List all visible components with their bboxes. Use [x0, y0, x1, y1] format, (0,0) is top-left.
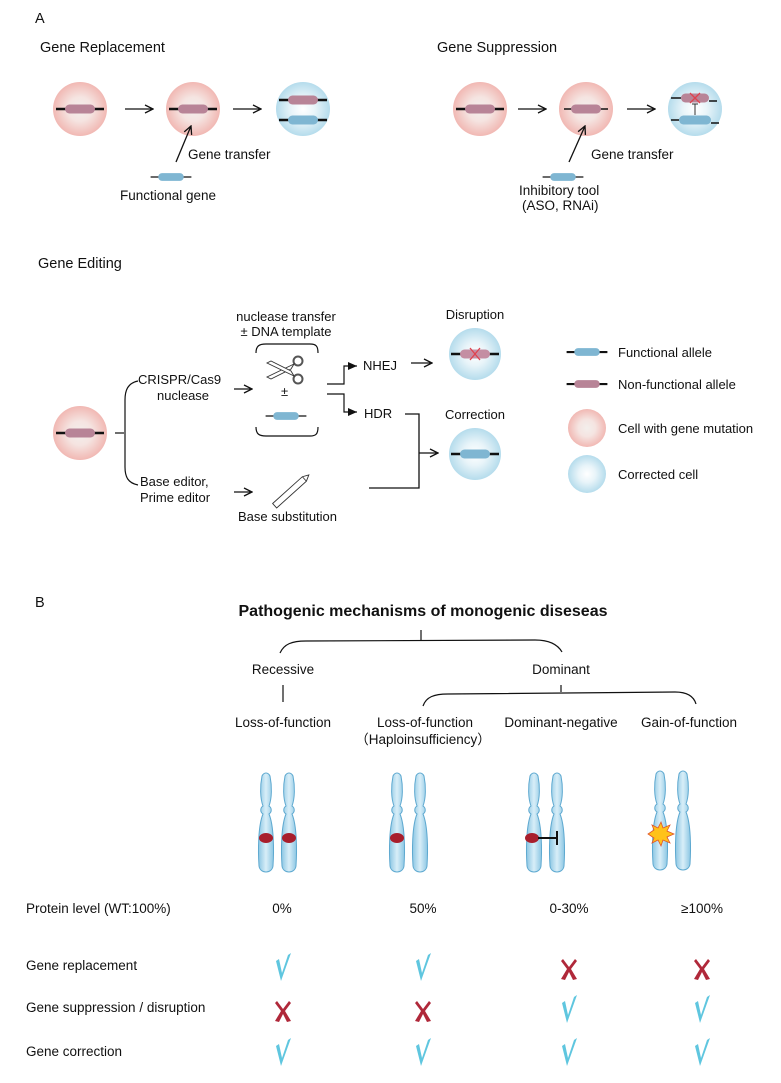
legend-corrected-cell: Corrected cell — [618, 467, 699, 482]
chromosome-icon — [388, 772, 406, 873]
gene-transfer-arrow-icon — [175, 126, 191, 163]
non-functional-allele-icon — [565, 379, 609, 389]
mechanism-label: Loss-of-function — [376, 715, 474, 730]
inhibitory-tool-icon — [542, 173, 584, 181]
gene-suppression-diagram — [453, 82, 722, 181]
crispr-nuclease-label: nuclease — [157, 388, 210, 403]
chromosome-icon — [411, 772, 429, 873]
functional-allele-icon — [671, 115, 719, 125]
nuclease-transfer-label: nuclease transfer — [236, 309, 336, 324]
check-icon — [416, 1038, 431, 1066]
nhej-label: NHEJ — [363, 358, 397, 373]
corrected-cell-icon — [276, 82, 330, 136]
mechanism-label: Loss-of-function — [234, 715, 332, 730]
cross-icon — [415, 1001, 431, 1022]
chromosome-icon — [651, 770, 669, 871]
chromosome-group-haploinsufficiency — [388, 772, 429, 873]
base-substitution-label: Base substitution — [238, 509, 338, 524]
protein-level-value: ≥100% — [681, 901, 723, 916]
cross-icon — [694, 959, 710, 980]
check-icon — [276, 953, 291, 981]
strategy-label: Gene replacement — [26, 958, 138, 973]
mechanism-label: Dominant-negative — [504, 715, 618, 730]
recessive-label: Recessive — [251, 662, 315, 677]
inhibitory-tool-label: Inhibitory tool — [519, 183, 600, 198]
pencil-icon — [272, 474, 310, 509]
panel-b-label: B — [35, 595, 45, 611]
mutation-dot-icon — [390, 833, 404, 843]
hdr-arrow-icon — [327, 393, 357, 416]
check-icon — [416, 953, 431, 981]
plus-minus-label: ± — [281, 384, 289, 399]
functional-gene-label: Functional gene — [120, 188, 217, 203]
check-icon — [562, 995, 577, 1023]
cross-icon — [561, 959, 577, 980]
check-icon — [276, 1038, 291, 1066]
inhibitory-tool-examples: (ASO, RNAi) — [522, 198, 599, 213]
chromosome-icon — [674, 770, 692, 871]
gene-replacement-diagram — [53, 82, 330, 181]
gene-transfer-label: Gene transfer — [188, 147, 271, 162]
gene-editing-diagram — [53, 328, 501, 509]
functional-gene-icon — [150, 173, 192, 181]
crispr-label: CRISPR/Cas9 — [138, 372, 222, 387]
mechanism-label: Gain-of-function — [640, 715, 738, 730]
scissors-icon — [265, 355, 304, 385]
gene-transfer-label: Gene transfer — [591, 147, 674, 162]
disruption-label: Disruption — [445, 307, 505, 322]
chromosome-group-dominant-negative — [525, 772, 566, 873]
activation-burst-icon — [647, 820, 676, 848]
panel-b-title: Pathogenic mechanisms of monogenic dises… — [238, 603, 608, 620]
chromosome-icon — [525, 772, 543, 873]
chromosome-icon — [548, 772, 566, 873]
gene-transfer-arrow-icon — [568, 126, 585, 163]
mutation-dot-icon — [282, 833, 296, 843]
legend-mutant-cell: Cell with gene mutation — [618, 421, 754, 436]
bracket-top — [255, 343, 319, 354]
strategy-matrix — [275, 953, 710, 1066]
disrupted-allele-icon — [451, 347, 499, 361]
mutant-cell-icon — [568, 409, 606, 447]
gene-suppression-title: Gene Suppression — [437, 40, 558, 56]
dna-template-icon — [265, 412, 307, 420]
protein-level-value: 50% — [409, 901, 437, 916]
hdr-label: HDR — [364, 406, 393, 421]
mutation-dot-icon — [259, 833, 273, 843]
chromosome-icon — [257, 772, 275, 873]
branch-bracket — [124, 380, 139, 486]
legend-non-functional-allele: Non-functional allele — [618, 377, 736, 392]
dominant-label: Dominant — [532, 662, 590, 677]
chromosome-icon — [280, 772, 298, 873]
nhej-arrow-icon — [327, 362, 357, 385]
prime-editor-label: Prime editor — [140, 490, 211, 505]
base-editor-label: Base editor, — [140, 474, 209, 489]
silenced-allele-icon — [671, 92, 717, 104]
protein-level-value: 0-30% — [549, 901, 589, 916]
chromosome-group-gain-of-function — [647, 770, 692, 871]
dna-template-label: ± DNA template — [240, 324, 332, 339]
hdr-connector — [369, 413, 420, 489]
strategy-label: Gene suppression / disruption — [26, 1000, 206, 1015]
protein-level-value: 0% — [272, 901, 292, 916]
functional-allele-icon — [565, 347, 609, 357]
cross-icon — [275, 1001, 291, 1022]
check-icon — [695, 995, 710, 1023]
check-icon — [562, 1038, 577, 1066]
legend — [565, 347, 609, 493]
protein-level-label: Protein level (WT:100%) — [26, 901, 171, 916]
gene-replacement-title: Gene Replacement — [40, 40, 165, 56]
inheritance-tree — [279, 630, 697, 707]
check-icon — [695, 1038, 710, 1066]
panel-a-label: A — [35, 11, 45, 27]
legend-functional-allele: Functional allele — [618, 345, 712, 360]
bracket-bottom — [255, 426, 319, 437]
correction-label: Correction — [445, 407, 505, 422]
gene-editing-title: Gene Editing — [38, 256, 122, 272]
mutation-dot-icon — [525, 833, 539, 843]
strategy-label: Gene correction — [26, 1044, 123, 1059]
corrected-cell-icon — [568, 455, 606, 493]
chromosome-group-recessive-lof — [257, 772, 298, 873]
mechanism-sublabel: （Haploinsufficiency） — [355, 732, 491, 747]
